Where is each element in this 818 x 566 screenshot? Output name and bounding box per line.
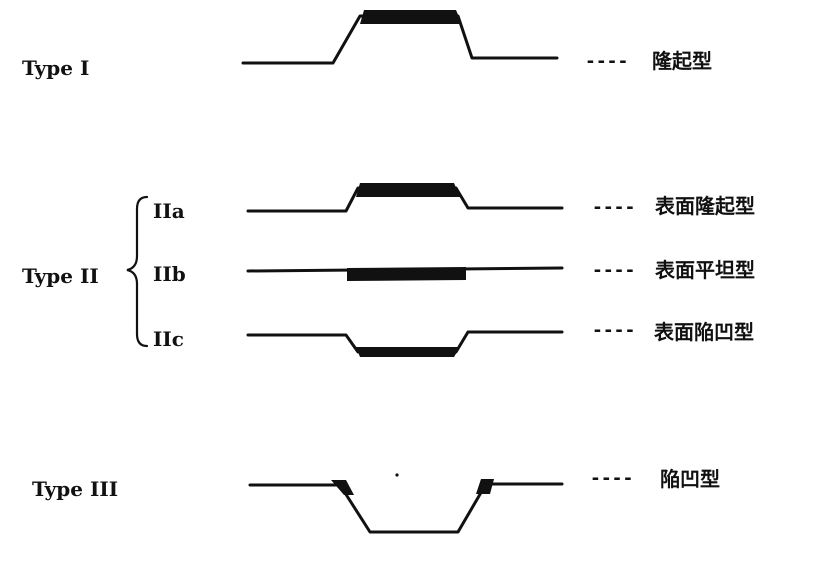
subtype-iib-lesion: [347, 267, 466, 281]
subtype-iib-label: IIb: [153, 262, 186, 286]
type-1-description: 隆起型: [652, 49, 712, 73]
type-1-label: Type I: [22, 56, 89, 80]
type-3-dashes: ----: [590, 468, 633, 489]
type-1-dashes: ----: [585, 51, 628, 72]
subtype-iib-dashes: ----: [592, 260, 635, 281]
subtype-iia-row: IIa ---- 表面隆起型: [153, 183, 755, 223]
type-2-brace: [126, 195, 149, 348]
type-3-description: 陥凹型: [660, 467, 720, 491]
type-2-label: Type II: [22, 264, 99, 288]
subtype-iib-row: IIb ---- 表面平坦型: [153, 258, 755, 286]
subtype-iib-description: 表面平坦型: [655, 258, 755, 282]
subtype-iia-dashes: ----: [592, 197, 635, 218]
subtype-iic-label: IIc: [153, 327, 184, 351]
type-3-profile: [248, 482, 564, 534]
subtype-iia-label: IIa: [153, 199, 185, 223]
subtype-iic-description: 表面陥凹型: [654, 320, 754, 344]
subtype-iic-dashes: ----: [592, 320, 635, 341]
subtype-iia-description: 表面隆起型: [655, 194, 755, 218]
type-3-label: Type III: [32, 477, 118, 501]
subtype-iic-row: IIc ---- 表面陥凹型: [153, 320, 754, 357]
type-3-group: Type III ---- 陥凹型: [32, 467, 720, 534]
subtype-iic-lesion: [356, 347, 460, 357]
type-2-group: Type II IIa ---- 表面隆起型 IIb ---- 表面平坦型 II: [22, 183, 755, 357]
type-1-group: Type I ---- 隆起型: [22, 10, 712, 80]
type-3-left-rim: [331, 480, 354, 495]
subtype-iia-lesion: [356, 183, 460, 197]
type-1-lesion: [360, 10, 462, 24]
scan-speck: [395, 473, 399, 477]
type-3-right-rim: [476, 479, 494, 494]
